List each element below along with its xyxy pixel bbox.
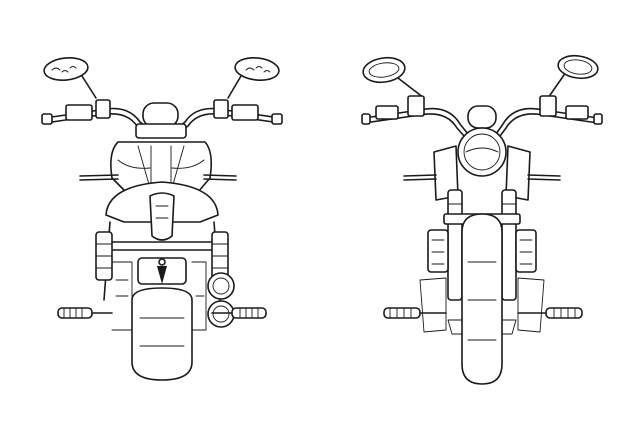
exhaust-pipes: [207, 272, 235, 328]
footpegs-front: [383, 307, 583, 319]
left-mirror: [43, 57, 97, 99]
headlamp-nacelle: [135, 102, 187, 139]
engine-detail: [111, 261, 207, 331]
seat: [105, 181, 219, 241]
rear-shocks: [95, 231, 229, 281]
engine-front: [419, 229, 545, 333]
rear-wheel: [131, 287, 193, 381]
left-mirror-front: [362, 56, 425, 99]
motorcycle-rear-view: [41, 57, 283, 381]
fork-shrouds: [403, 145, 561, 201]
cross-bar: [99, 241, 225, 251]
right-wing: [203, 174, 237, 181]
right-mirror: [227, 57, 280, 99]
front-wheel: [461, 213, 503, 385]
handlebar: [41, 99, 283, 134]
right-mirror-front: [547, 54, 599, 99]
footpegs: [57, 307, 267, 319]
headlight: [457, 105, 507, 177]
tail-light: [137, 257, 187, 285]
left-wing: [79, 174, 119, 181]
handlebar-front: [361, 95, 603, 137]
motorcycle-front-view: [361, 54, 603, 385]
